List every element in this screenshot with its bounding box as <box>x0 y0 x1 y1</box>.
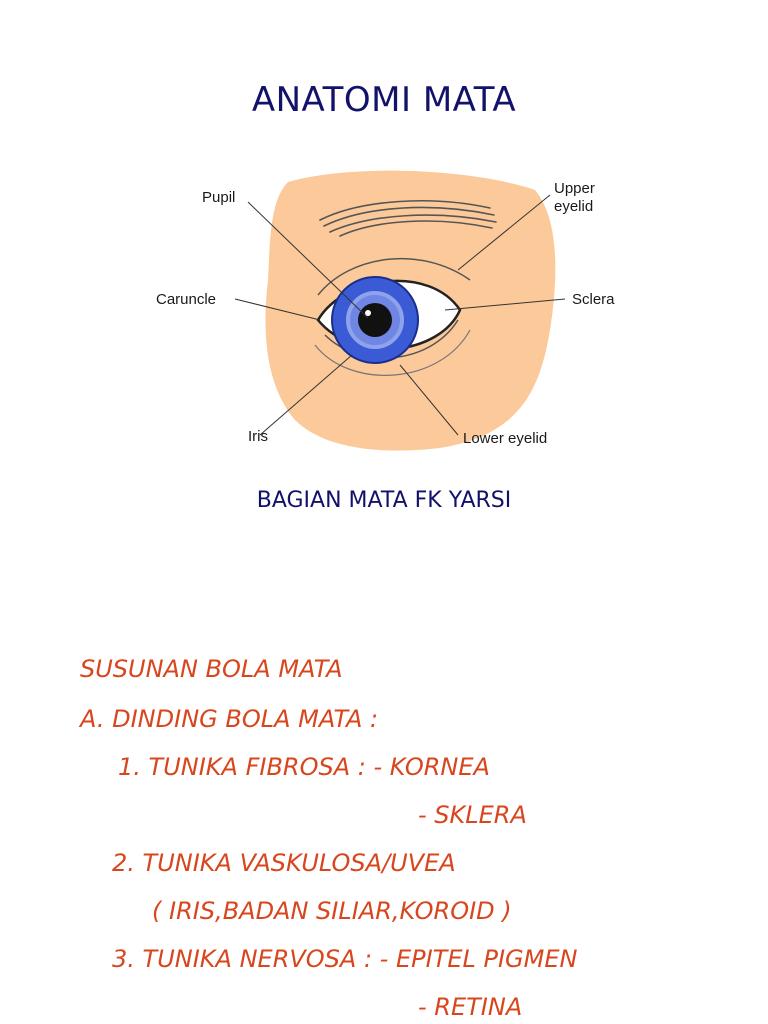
lower-lid-line-2 <box>314 329 471 376</box>
content-line-4: - SKLERA <box>418 801 527 829</box>
content-line-5: 2. TUNIKA VASKULOSA/UVEA <box>112 849 456 877</box>
content-line-1: SUSUNAN BOLA MATA <box>80 655 343 683</box>
label-lower-eyelid: Lower eyelid <box>463 430 547 447</box>
content-line-7: 3. TUNIKA NERVOSA : - EPITEL PIGMEN <box>112 945 578 973</box>
leader-caruncle <box>234 298 321 321</box>
leader-sclera <box>444 298 566 311</box>
label-caruncle: Caruncle <box>156 291 216 308</box>
eyebrow <box>319 200 497 237</box>
label-iris: Iris <box>248 428 268 445</box>
content-line-6: ( IRIS,BADAN SILIAR,KOROID ) <box>152 897 512 925</box>
label-pupil: Pupil <box>202 189 235 206</box>
pupil-highlight <box>365 310 371 316</box>
pupil-circle <box>358 303 392 337</box>
label-upper-eyelid-1: Upper <box>554 180 595 197</box>
page-title: ANATOMI MATA <box>251 80 517 120</box>
eye-anatomy-figure: Pupil Upper eyelid Caruncle Sclera Iris … <box>140 160 640 460</box>
content-line-3: 1. TUNIKA FIBROSA : - KORNEA <box>118 753 490 781</box>
leader-pupil <box>247 201 369 319</box>
content-line-2: A. DINDING BOLA MATA : <box>80 705 379 733</box>
subtitle: BAGIAN MATA FK YARSI <box>256 488 512 513</box>
leader-iris <box>259 354 353 436</box>
leader-lower-eyelid <box>399 364 459 436</box>
eye-diagram: Pupil Upper eyelid Caruncle Sclera Iris … <box>156 170 615 451</box>
label-sclera: Sclera <box>572 291 615 308</box>
leader-upper-eyelid <box>457 194 551 271</box>
content-line-8: - RETINA <box>418 993 523 1021</box>
label-upper-eyelid-2: eyelid <box>554 198 593 215</box>
